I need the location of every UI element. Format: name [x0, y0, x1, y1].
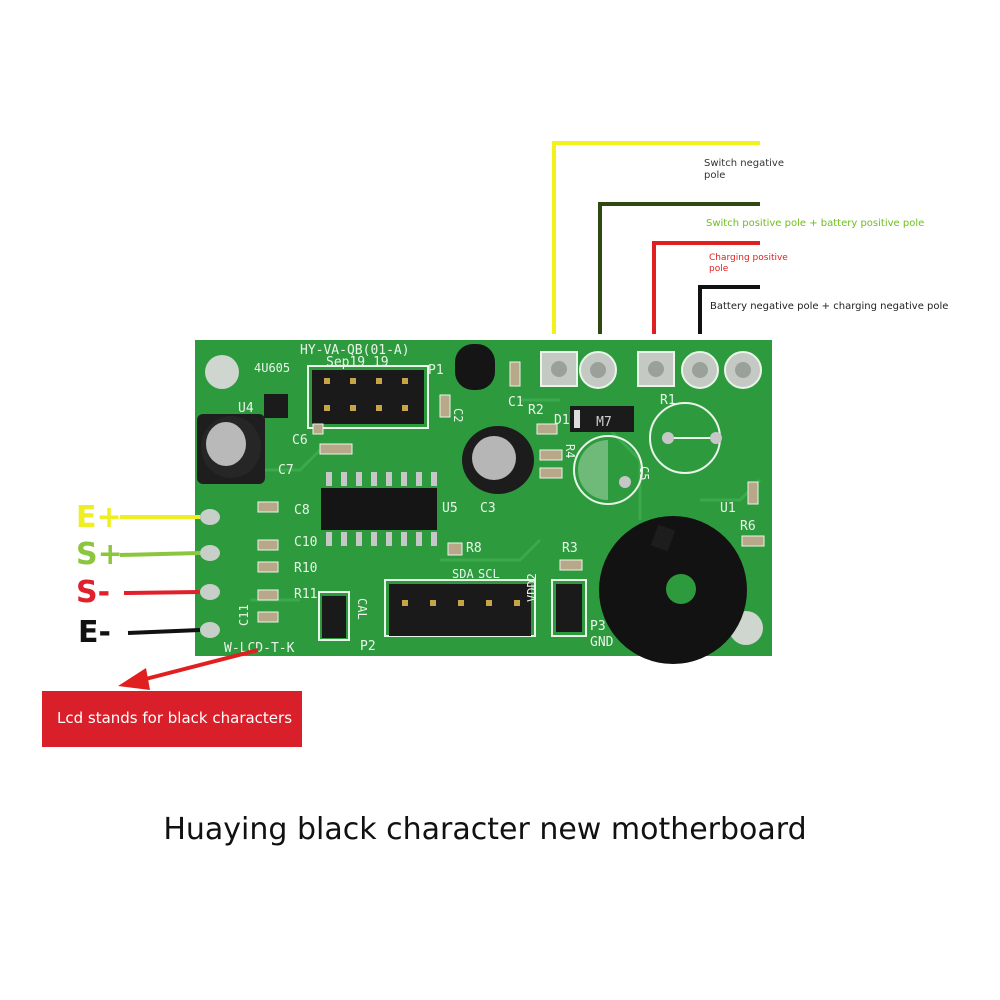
ref-r1: R1 [660, 393, 676, 408]
pin-label-e-plus: E+ [76, 500, 122, 535]
ref-r8: R8 [466, 541, 482, 556]
smd-components [257, 361, 765, 623]
ref-u1: U1 [720, 501, 736, 516]
label-switch-negative: Switch negative pole [704, 158, 784, 181]
edge-pads [200, 509, 220, 638]
page-caption: Huaying black character new motherboard [163, 812, 807, 847]
ref-scl: SCL [478, 567, 500, 581]
ref-c11: C11 [237, 604, 251, 626]
ref-r4: R4 [563, 444, 577, 458]
ref-p1: P1 [428, 363, 444, 378]
ref-gnd: GND [590, 635, 614, 650]
header-p3 [551, 579, 587, 637]
wire-s-plus [119, 551, 201, 557]
ref-d1: D1 [554, 413, 570, 428]
ref-p2: P2 [360, 639, 376, 654]
ref-u5: U5 [442, 501, 458, 516]
ref-p3: P3 [590, 619, 606, 634]
ref-r3: R3 [562, 541, 578, 556]
ref-c6: C6 [292, 433, 308, 448]
board-lot-text: 4U605 [254, 361, 290, 375]
wire-switch-positive [598, 202, 760, 334]
label-charging-positive: Charging positive pole [709, 253, 788, 274]
lcd-callout: Lcd stands for black characters [40, 691, 302, 747]
callout-arrow [118, 648, 259, 690]
pin-label-e-minus: E- [78, 615, 111, 650]
pin-label-s-plus: S+ [76, 537, 123, 572]
input-wires [119, 515, 201, 635]
ref-r6: R6 [740, 519, 756, 534]
ref-c3: C3 [480, 501, 496, 516]
wire-e-minus [127, 628, 201, 635]
electrolytic-capacitor-c7 [197, 414, 265, 484]
ref-c5: C5 [637, 466, 651, 480]
wire-switch-negative [552, 141, 760, 334]
chip-u4 [264, 394, 288, 418]
pcb-board: M7 [195, 340, 772, 664]
header-p2 [318, 591, 350, 641]
mounting-hole [205, 355, 239, 389]
board-model-text: HY-VA-QB(01-A) [300, 343, 410, 358]
wire-charging-positive [652, 241, 760, 334]
ref-sda: SDA [452, 567, 474, 581]
r1-footprint [649, 402, 722, 474]
board-bottom-text: W-LCD-T-K [224, 641, 295, 656]
label-battery-negative: Battery negative pole + charging negativ… [710, 301, 949, 312]
ref-c2: C2 [451, 408, 465, 422]
c5-footprint [573, 435, 643, 505]
transistor [455, 344, 495, 390]
diode-marking: M7 [596, 415, 612, 430]
ref-c7: C7 [278, 463, 294, 478]
ref-cal: CAL [355, 598, 369, 620]
ref-u4: U4 [238, 401, 254, 416]
header-p1 [307, 365, 429, 429]
output-wires [552, 141, 760, 334]
ref-r11: R11 [294, 587, 317, 602]
ref-c8: C8 [294, 503, 310, 518]
top-terminals [540, 351, 762, 389]
ref-c10: C10 [294, 535, 317, 550]
electrolytic-capacitor-c3 [462, 426, 534, 494]
diode-d1: M7 [570, 406, 634, 432]
ref-c1: C1 [508, 395, 524, 410]
ic-u5 [321, 472, 437, 546]
silkscreen: HY-VA-QB(01-A) Sep19 19 4U605 W-LCD-T-K … [224, 343, 756, 656]
wire-battery-negative [698, 285, 760, 334]
wire-s-minus [123, 590, 201, 595]
header-sda-scl [384, 579, 536, 637]
buzzer [599, 516, 747, 664]
board-date-text: Sep19 19 [326, 355, 389, 370]
ref-r10: R10 [294, 561, 317, 576]
ref-r2: R2 [528, 403, 544, 418]
ref-vdd2: VDD2 [525, 573, 539, 602]
pin-label-s-minus: S- [76, 575, 111, 610]
label-switch-positive: Switch positive pole + battery positive … [706, 218, 925, 229]
